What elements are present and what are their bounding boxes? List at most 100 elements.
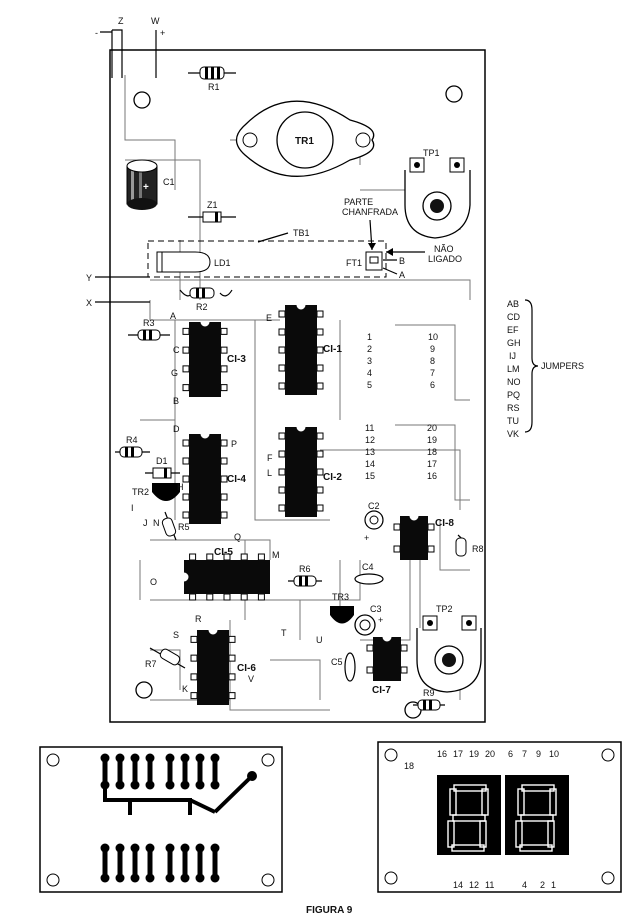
point-t: T (281, 628, 287, 638)
ic-body (189, 434, 221, 524)
transistor-tr1: TR1 (235, 100, 375, 177)
r6-label: R6 (299, 564, 311, 574)
c2-plus-label: + (364, 533, 369, 543)
ic-pin (206, 593, 214, 601)
ld1-label: LD1 (214, 258, 231, 268)
tr2-label: TR2 (132, 487, 149, 497)
ic-pin (278, 468, 286, 476)
foil-pad (130, 843, 140, 853)
c1-label: C1 (163, 177, 175, 187)
ic-pin (220, 439, 228, 447)
figure-caption: FIGURA 9 (306, 905, 353, 916)
pin-number-right: 8 (430, 356, 435, 366)
parte-label: PARTE (344, 197, 373, 207)
ic-pin (190, 654, 198, 662)
ic-pin (220, 511, 228, 519)
ft1-pin-b-label: B (399, 256, 405, 266)
jumper-pair: VK (507, 429, 519, 439)
digit-eight-right (515, 784, 557, 852)
ci6-label: CI-6 (237, 663, 256, 674)
ic-pin (366, 644, 374, 652)
pin-number-left: 5 (367, 380, 372, 390)
ic-notch (183, 572, 189, 582)
display-pin-bottom: 2 (540, 880, 545, 890)
ic-pin (316, 432, 324, 440)
ic-ci8: CI-8 (393, 515, 454, 560)
ic-notch (296, 304, 306, 310)
ci2-label: CI-2 (323, 472, 342, 483)
pin-number-left: 15 (365, 471, 375, 481)
ic-pin (182, 511, 190, 519)
mounting-hole (261, 753, 275, 767)
mounting-hole (261, 873, 275, 887)
display-pin-top: 20 (485, 749, 495, 759)
ic-pin (316, 382, 324, 390)
pin-number-right: 9 (430, 344, 435, 354)
jumper-pair: CD (507, 312, 520, 322)
foil-pad (130, 753, 140, 763)
ic-pin (220, 384, 228, 392)
ci8-label: CI-8 (435, 518, 454, 529)
ic-pin (257, 593, 265, 601)
ic-pin (278, 486, 286, 494)
ic-pin (190, 692, 198, 700)
resistor-r5: R5 (161, 511, 190, 541)
ic-pin (182, 439, 190, 447)
ic-notch (382, 636, 392, 642)
capacitor-c4: C4 (354, 562, 384, 585)
point-k: K (182, 684, 188, 694)
point-g: G (171, 368, 178, 378)
display-segment (451, 844, 485, 852)
ic-pin (393, 523, 401, 531)
point-l: L (267, 468, 272, 478)
ic-pin (316, 486, 324, 494)
foil-pads-top (100, 753, 220, 790)
foil-pad (180, 753, 190, 763)
point-s: S (173, 630, 179, 640)
ic-pin (206, 553, 214, 561)
point-q: Q (234, 532, 241, 542)
ic-ci4: CI-4 (182, 433, 246, 524)
mounting-hole (46, 753, 60, 767)
zener-z1: Z1 (188, 200, 236, 223)
r4-label: R4 (126, 435, 138, 445)
jumper-pair: AB (507, 299, 519, 309)
resistor-r9: R9 (413, 688, 445, 711)
ic-ci7: CI-7 (366, 636, 408, 696)
plus-label: + (160, 28, 165, 38)
ic-pin (316, 328, 324, 336)
jumpers-list: AB CD EF GH IJ LM NO PQ RS TU VK JUMPERS (507, 299, 584, 439)
digit-eight-left (447, 784, 489, 852)
ic-pin (220, 365, 228, 373)
r5-label: R5 (178, 522, 190, 532)
pin-number-right: 19 (427, 435, 437, 445)
c4-label: C4 (362, 562, 374, 572)
display-pin-top: 17 (453, 749, 463, 759)
foil-pad (115, 780, 125, 790)
pin-number-right: 10 (428, 332, 438, 342)
foil-pad (130, 780, 140, 790)
foil-pad (145, 780, 155, 790)
ic-pin (278, 364, 286, 372)
nao-label: NÃO (434, 244, 454, 254)
display-segment (447, 820, 455, 848)
ic-pin (190, 673, 198, 681)
pin-number-left: 12 (365, 435, 375, 445)
display-segment (515, 820, 523, 848)
point-m: M (272, 550, 280, 560)
ic-pin (366, 666, 374, 674)
pin-number-left: 4 (367, 368, 372, 378)
ic-pin (220, 327, 228, 335)
foil-pad (100, 873, 110, 883)
ic-pin (190, 635, 198, 643)
foil-pad (195, 780, 205, 790)
ic-pin (220, 493, 228, 501)
ic-pin (182, 327, 190, 335)
display-pin-bottom: 11 (485, 880, 494, 890)
mounting-hole (601, 748, 615, 762)
ic-pin (278, 310, 286, 318)
trimmer-tp1: TP1 (404, 148, 471, 239)
ic-body (400, 516, 428, 560)
capacitor-c3: C3 + (354, 604, 383, 636)
ic-pin (182, 475, 190, 483)
